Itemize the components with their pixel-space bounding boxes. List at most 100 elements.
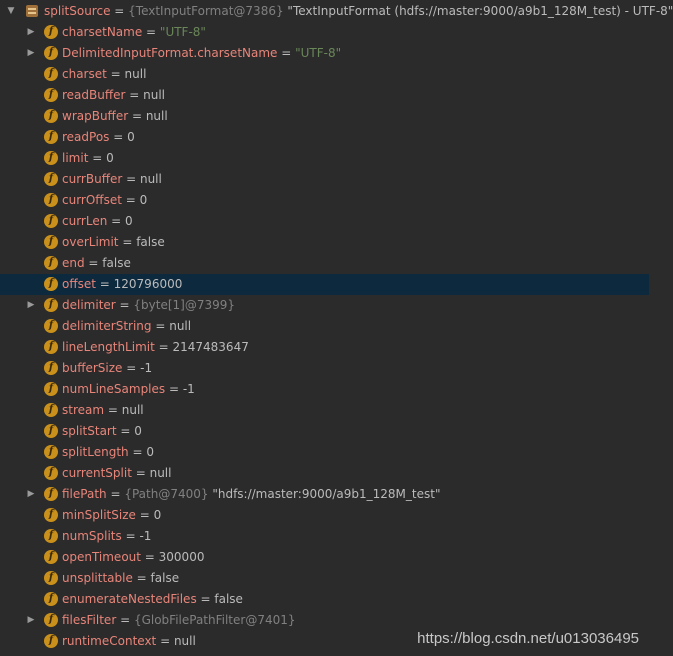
field-name: filesFilter	[62, 613, 117, 627]
field-name: numLineSamples	[62, 382, 166, 396]
row-text: charset = null	[62, 64, 146, 85]
equals-sign: =	[106, 487, 125, 501]
field-value: null	[143, 88, 166, 102]
field-icon: f	[44, 613, 58, 627]
field-name: splitStart	[62, 424, 117, 438]
field-icon: f	[44, 214, 58, 228]
field-value: 0	[125, 214, 133, 228]
watermark: https://blog.csdn.net/u013036495	[417, 630, 639, 647]
field-icon: f	[44, 382, 58, 396]
equals-sign: =	[165, 382, 183, 396]
equals-sign: =	[135, 508, 154, 522]
equals-sign: =	[104, 403, 122, 417]
tree-row-filePath[interactable]: ▶ f filePath = {Path@7400} "hdfs://master:…	[0, 484, 649, 505]
row-text: delimiterString = null	[62, 316, 191, 337]
field-name: currOffset	[62, 193, 122, 207]
row-text: end = false	[62, 253, 131, 274]
field-name: currLen	[62, 214, 108, 228]
chevron-right-icon[interactable]: ▶	[27, 615, 35, 625]
field-name: runtimeContext	[62, 634, 157, 648]
chevron-down-icon[interactable]: ▼	[7, 6, 15, 16]
field-value: false	[136, 235, 165, 249]
chevron-right-icon[interactable]: ▶	[27, 300, 35, 310]
chevron-right-icon[interactable]: ▶	[27, 48, 35, 58]
chevron-right-icon[interactable]: ▶	[27, 27, 35, 37]
equals-sign: =	[132, 571, 151, 585]
chevron-right-icon[interactable]: ▶	[27, 489, 35, 499]
field-name: DelimitedInputFormat.charsetName	[62, 46, 278, 60]
variable-icon	[26, 5, 38, 17]
row-text: overLimit = false	[62, 232, 165, 253]
field-value: false	[150, 571, 180, 585]
row-text: runtimeContext = null	[62, 631, 196, 652]
row-text: currentSplit = null	[62, 463, 171, 484]
equals-sign: =	[196, 592, 215, 606]
field-value-string: "hdfs://master:9000/a9b1_128M_test"	[212, 487, 441, 501]
row-text: splitSource = {TextInputFormat@7386} "Te…	[44, 1, 673, 22]
equals-sign: =	[128, 109, 146, 123]
field-value: 2147483647	[172, 340, 249, 354]
row-text: lineLengthLimit = 2147483647	[62, 337, 249, 358]
row-text: bufferSize = -1	[62, 358, 152, 379]
field-value: null	[139, 172, 162, 186]
field-value: 120796000	[113, 277, 183, 291]
field-icon: f	[44, 88, 58, 102]
tree-row-currLen[interactable]: f currLen = 0	[0, 211, 649, 232]
equals-sign: =	[107, 214, 126, 228]
equals-sign: =	[116, 613, 134, 627]
tree-row-end[interactable]: f end = false	[0, 253, 649, 274]
field-icon: f	[44, 487, 58, 501]
equals-sign: =	[151, 319, 170, 333]
field-value: 300000	[158, 550, 205, 564]
row-text: filePath = {Path@7400} "hdfs://master:90…	[62, 484, 440, 505]
field-icon: f	[44, 592, 58, 606]
field-name: numSplits	[62, 529, 122, 543]
equals-sign: =	[95, 277, 114, 291]
row-text: delimiter = {byte[1]@7399}	[62, 295, 235, 316]
field-icon: f	[44, 550, 58, 564]
field-icon: f	[44, 172, 58, 186]
equals-sign: =	[121, 193, 140, 207]
equals-sign: =	[109, 130, 128, 144]
field-value: false	[102, 256, 131, 270]
field-icon: f	[44, 571, 58, 585]
field-icon: f	[44, 256, 58, 270]
equals-sign: =	[156, 634, 174, 648]
row-text: splitStart = 0	[62, 421, 142, 442]
field-name: readPos	[62, 130, 110, 144]
tree-row-splitSource[interactable]: ▼ splitSource = {TextInputFormat@7386} "…	[0, 1, 673, 22]
row-text: offset = 120796000	[62, 274, 182, 295]
equals-sign: =	[118, 235, 137, 249]
row-text: DelimitedInputFormat.charsetName = "UTF-…	[62, 43, 341, 64]
field-value: null	[121, 403, 144, 417]
equals-sign: =	[122, 172, 140, 186]
